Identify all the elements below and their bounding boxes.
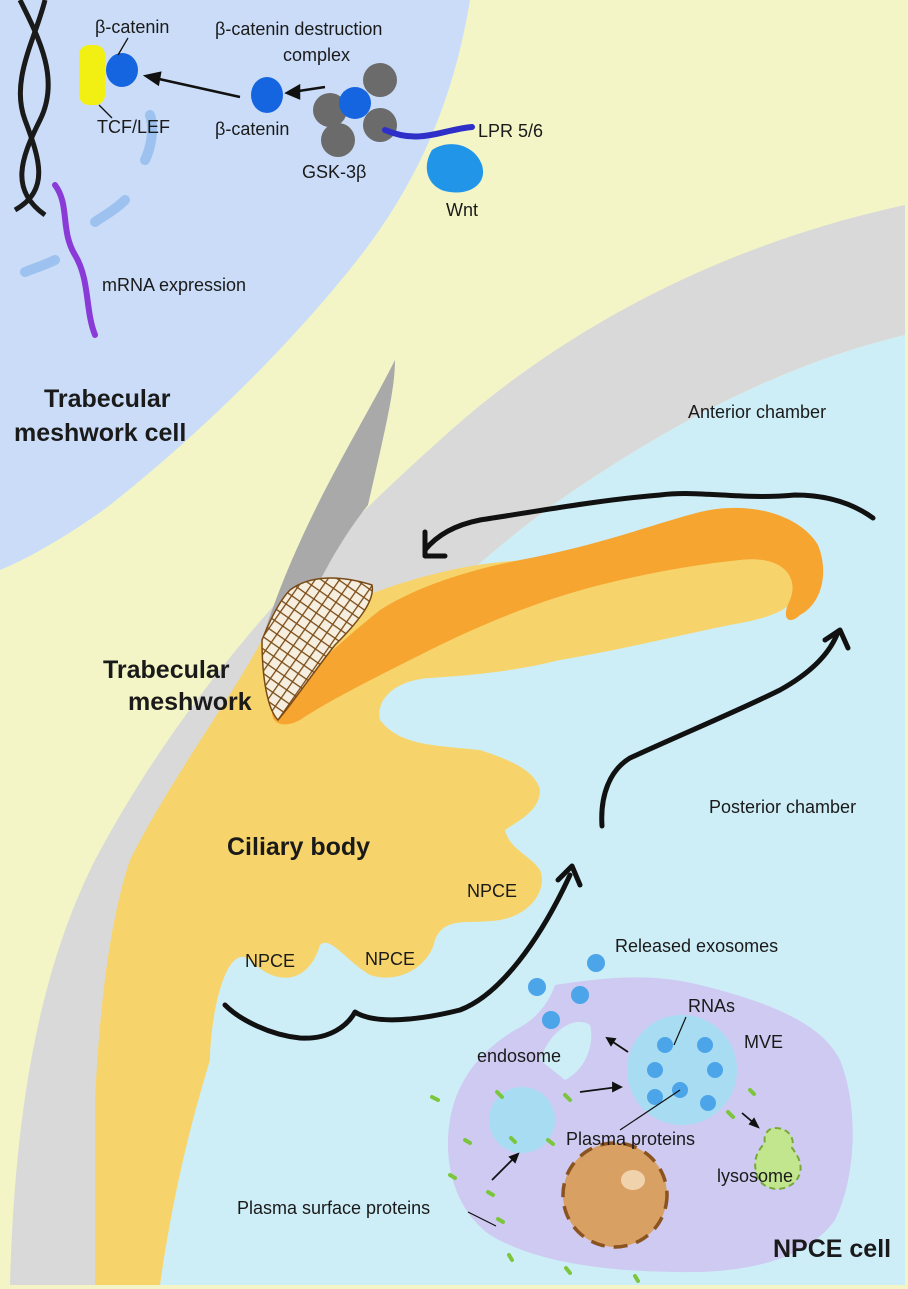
label-plasma-proteins: Plasma proteins xyxy=(566,1129,695,1149)
label-tm-cell-1: Trabecular xyxy=(44,385,171,413)
label-tm-2: meshwork xyxy=(128,688,252,716)
label-npce-cell: NPCE cell xyxy=(773,1235,891,1263)
label-npce-b: NPCE xyxy=(245,951,295,971)
exosome-vesicle-icon xyxy=(528,978,546,996)
label-mve: MVE xyxy=(744,1032,783,1052)
label-gsk3b: GSK-3β xyxy=(302,162,366,182)
label-beta-catenin-free: β-catenin xyxy=(215,119,289,139)
label-rnas: RNAs xyxy=(688,996,735,1016)
label-lpr: LPR 5/6 xyxy=(478,121,543,141)
beta-catenin-free xyxy=(251,77,283,113)
label-surface-proteins: Plasma surface proteins xyxy=(237,1198,430,1218)
label-tcf-lef: TCF/LEF xyxy=(97,117,170,137)
label-destruction-complex-2: complex xyxy=(283,45,350,65)
exosome-vesicle-icon xyxy=(700,1095,716,1111)
tcf-lef-factor xyxy=(79,45,105,105)
label-endosome: endosome xyxy=(477,1046,561,1066)
label-tm-cell-2: meshwork cell xyxy=(14,419,186,447)
label-beta-catenin-nuclear: β-catenin xyxy=(95,17,169,37)
label-anterior-chamber: Anterior chamber xyxy=(688,402,826,422)
exosome-vesicle-icon xyxy=(647,1062,663,1078)
label-lysosome: lysosome xyxy=(717,1166,793,1186)
exosome-vesicle-icon xyxy=(587,954,605,972)
label-ciliary-body: Ciliary body xyxy=(227,833,370,861)
label-tm-1: Trabecular xyxy=(103,656,230,684)
label-released-exosomes: Released exosomes xyxy=(615,936,778,956)
exosome-vesicle-icon xyxy=(707,1062,723,1078)
exosome-vesicle-icon xyxy=(571,986,589,1004)
label-npce-a: NPCE xyxy=(467,881,517,901)
label-mrna: mRNA expression xyxy=(102,275,246,295)
exosome-vesicle-icon xyxy=(697,1037,713,1053)
label-npce-c: NPCE xyxy=(365,949,415,969)
nucleolus xyxy=(621,1170,645,1190)
exosome-vesicle-icon xyxy=(542,1011,560,1029)
label-wnt: Wnt xyxy=(446,200,478,220)
label-posterior-chamber: Posterior chamber xyxy=(709,797,856,817)
endosome-body xyxy=(489,1087,555,1153)
exosome-vesicle-icon xyxy=(657,1037,673,1053)
nucleus xyxy=(563,1143,667,1247)
label-destruction-complex: β-catenin destruction xyxy=(215,19,382,39)
beta-catenin-nuclear xyxy=(106,53,138,87)
